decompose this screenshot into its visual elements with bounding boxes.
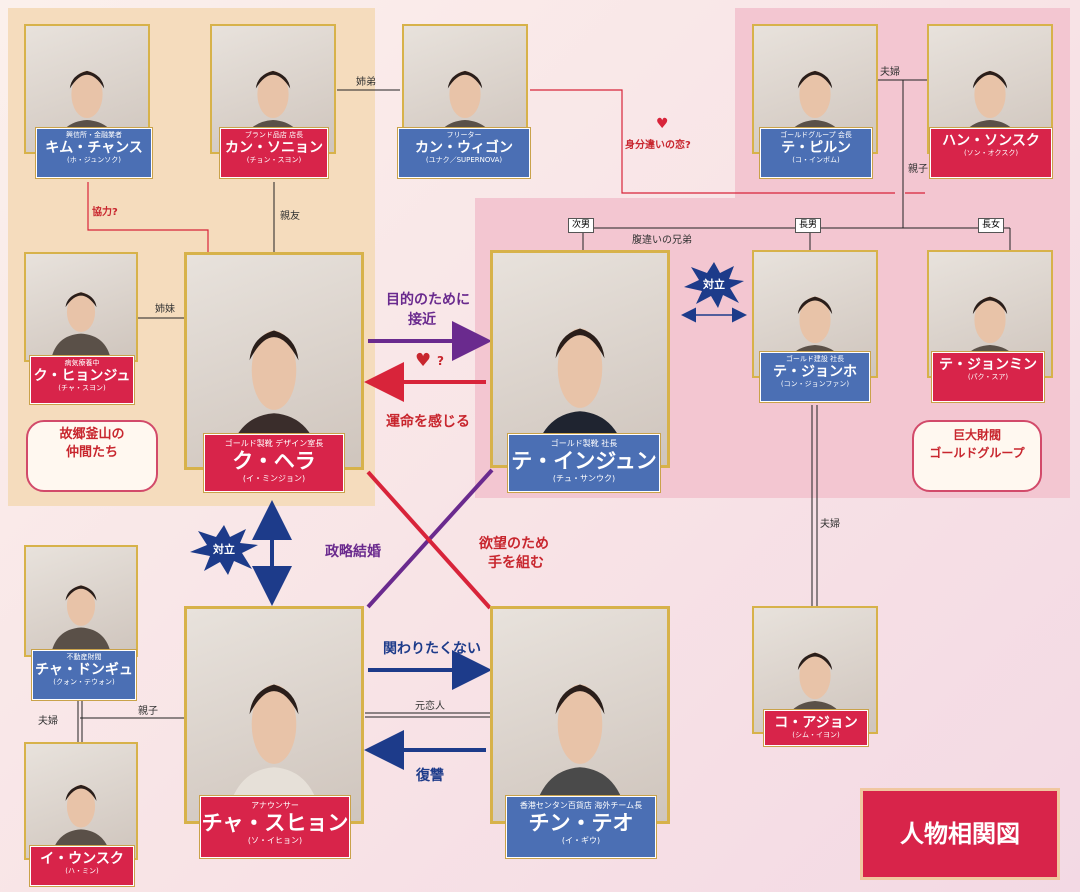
character-name: ハン・ソンスク <box>942 133 1040 149</box>
label-married-cha: 夫婦 <box>38 716 58 727</box>
label-married-jonho: 夫婦 <box>820 519 840 530</box>
actor-name: (コン・ジョンファン) <box>780 380 850 388</box>
namecard-kim-chanse: 興信所・金融業者 キム・チャンス (ホ・ジュンソク) <box>36 128 152 178</box>
character-role: ゴールド製靴 社長 <box>550 439 618 448</box>
character-role: 香港センタン百貨店 海外チーム長 <box>519 801 643 810</box>
label-destiny: 運命を感じる <box>386 414 470 430</box>
label-parent-child-cha: 親子 <box>138 706 158 717</box>
label-approach-2: 接近 <box>408 312 436 328</box>
namecard-te-piru: ゴールドグループ 会長 テ・ピルン (コ・インボム) <box>760 128 872 178</box>
actor-name: (ユナク／SUPERNOVA) <box>425 156 503 164</box>
character-name: テ・ジョンホ <box>773 364 857 380</box>
character-role: ゴールドグループ 会長 <box>780 131 852 139</box>
actor-name: (ハ・ミン) <box>65 867 99 875</box>
line-greed <box>366 470 492 610</box>
character-role: 不動産財閥 <box>66 653 102 661</box>
character-name: キム・チャンス <box>45 140 143 156</box>
character-name: ク・ヘラ <box>232 449 316 473</box>
actor-name: (ホ・ジュンソク) <box>67 156 121 164</box>
character-name: コ・アジョン <box>774 715 858 731</box>
portrait-i-unsuku <box>24 742 138 860</box>
character-name: イ・ウンスク <box>40 851 124 867</box>
label-dont-want: 関わりたくない <box>383 641 481 657</box>
label-revenge: 復讐 <box>416 768 444 784</box>
actor-name: (ソン・オクスク) <box>963 149 1019 157</box>
namecard-ku-hera: ゴールド製靴 デザイン室長 ク・ヘラ (イ・ミンジョン) <box>204 434 344 492</box>
chart-title: 人物相関図 <box>860 788 1060 880</box>
character-role: ブランド品店 店長 <box>244 131 304 139</box>
character-role: フリーター <box>446 131 482 139</box>
character-role: ゴールド製靴 デザイン室長 <box>224 439 324 448</box>
label-parent-child-top: 親子 <box>908 164 928 175</box>
home-group-badge: 故郷釜山の 仲間たち <box>26 420 158 492</box>
label-greed-1: 欲望のため <box>479 536 549 552</box>
label-political-marriage: 政略結婚 <box>325 544 381 560</box>
label-greed-2: 手を組む <box>488 555 544 571</box>
actor-name: (パク・スア) <box>967 373 1009 381</box>
character-name: テ・ジョンミン <box>939 357 1037 373</box>
character-name: カン・ソニョン <box>225 140 323 156</box>
heart-icon: ♥ <box>656 116 669 132</box>
label-married-top: 夫婦 <box>880 67 900 78</box>
tag-eldest-daughter: 長女 <box>978 218 1005 233</box>
label-half-brothers: 腹違いの兄弟 <box>632 235 692 246</box>
actor-name: (チョン・スヨン) <box>246 156 302 164</box>
portrait-ku-hera <box>184 252 364 470</box>
actor-name: (ソ・イヒョン) <box>247 836 303 845</box>
actor-name: (イ・ミンジョン) <box>242 474 306 483</box>
namecard-ko-ajon: コ・アジョン (シム・イヨン) <box>764 710 868 746</box>
line-cooperate <box>87 182 209 252</box>
character-name: ク・ヒョンジュ <box>33 368 131 384</box>
label-siblings: 姉弟 <box>356 77 376 88</box>
namecard-kan-wigon: フリーター カン・ウィゴン (ユナク／SUPERNOVA) <box>398 128 530 178</box>
portrait-ku-hyoju <box>24 252 138 362</box>
namecard-chin-teo: 香港センタン百貨店 海外チーム長 チン・テオ (イ・ギウ) <box>506 796 656 858</box>
heart-icon-2: ♥ <box>415 350 432 371</box>
label-sisters: 姉妹 <box>155 304 175 315</box>
character-name: チャ・スヒョン <box>201 811 349 835</box>
character-name: チン・テオ <box>528 811 634 835</box>
character-role: 興信所・金融業者 <box>66 131 122 139</box>
rivalry-burst-brothers: 対立 <box>684 262 744 308</box>
character-name: カン・ウィゴン <box>415 140 513 156</box>
character-role: ゴールド建設 社長 <box>785 355 845 363</box>
label-status-love: 身分違いの恋? <box>625 140 691 151</box>
character-name: テ・ピルン <box>781 140 851 156</box>
tag-eldest-son: 長男 <box>795 218 822 233</box>
namecard-han-son: ハン・ソンスク (ソン・オクスク) <box>930 128 1052 178</box>
label-best-friend: 親友 <box>280 211 300 222</box>
actor-name: (チャ・スヨン) <box>58 384 106 392</box>
namecard-te-joho: ゴールド建設 社長 テ・ジョンホ (コン・ジョンファン) <box>760 352 870 402</box>
tag-second-son: 次男 <box>568 218 595 233</box>
namecard-cha-suhyo: アナウンサー チャ・スヒョン (ソ・イヒョン) <box>200 796 350 858</box>
portrait-cha-dongu <box>24 545 138 657</box>
actor-name: (コ・インボム) <box>792 156 840 164</box>
character-role: アナウンサー <box>251 801 299 810</box>
label-cooperate: 協力? <box>92 207 118 218</box>
namecard-cha-dongu: 不動産財閥 チャ・ドンギュ (クォン・テウォン) <box>32 650 136 700</box>
namecard-i-unsuku: イ・ウンスク (ハ・ミン) <box>30 846 134 886</box>
actor-name: (クォン・テウォン) <box>53 678 115 686</box>
namecard-ku-hyoju: 病気療養中 ク・ヒョンジュ (チャ・スヨン) <box>30 356 134 404</box>
actor-name: (シム・イヨン) <box>792 731 840 739</box>
label-approach-1: 目的のために <box>386 292 470 308</box>
rivalry-burst-women: 対立 <box>190 525 258 575</box>
character-name: チャ・ドンギュ <box>35 662 133 678</box>
label-heart-question: ? <box>437 354 444 368</box>
namecard-te-injun: ゴールド製靴 社長 テ・インジュン (チュ・サンウク) <box>508 434 660 492</box>
actor-name: (イ・ギウ) <box>561 836 601 845</box>
line-status-love <box>530 89 895 194</box>
gold-group-badge: 巨大財閥 ゴールドグループ <box>912 420 1042 492</box>
portrait-cha-suhyo <box>184 606 364 824</box>
namecard-te-jomi: テ・ジョンミン (パク・スア) <box>932 352 1044 402</box>
character-name: テ・インジュン <box>511 449 657 473</box>
namecard-kan-soni: ブランド品店 店長 カン・ソニョン (チョン・スヨン) <box>220 128 328 178</box>
portrait-chin-teo <box>490 606 670 824</box>
label-ex-lover: 元恋人 <box>415 701 445 712</box>
actor-name: (チュ・サンウク) <box>552 474 616 483</box>
character-role: 病気療養中 <box>64 359 100 367</box>
